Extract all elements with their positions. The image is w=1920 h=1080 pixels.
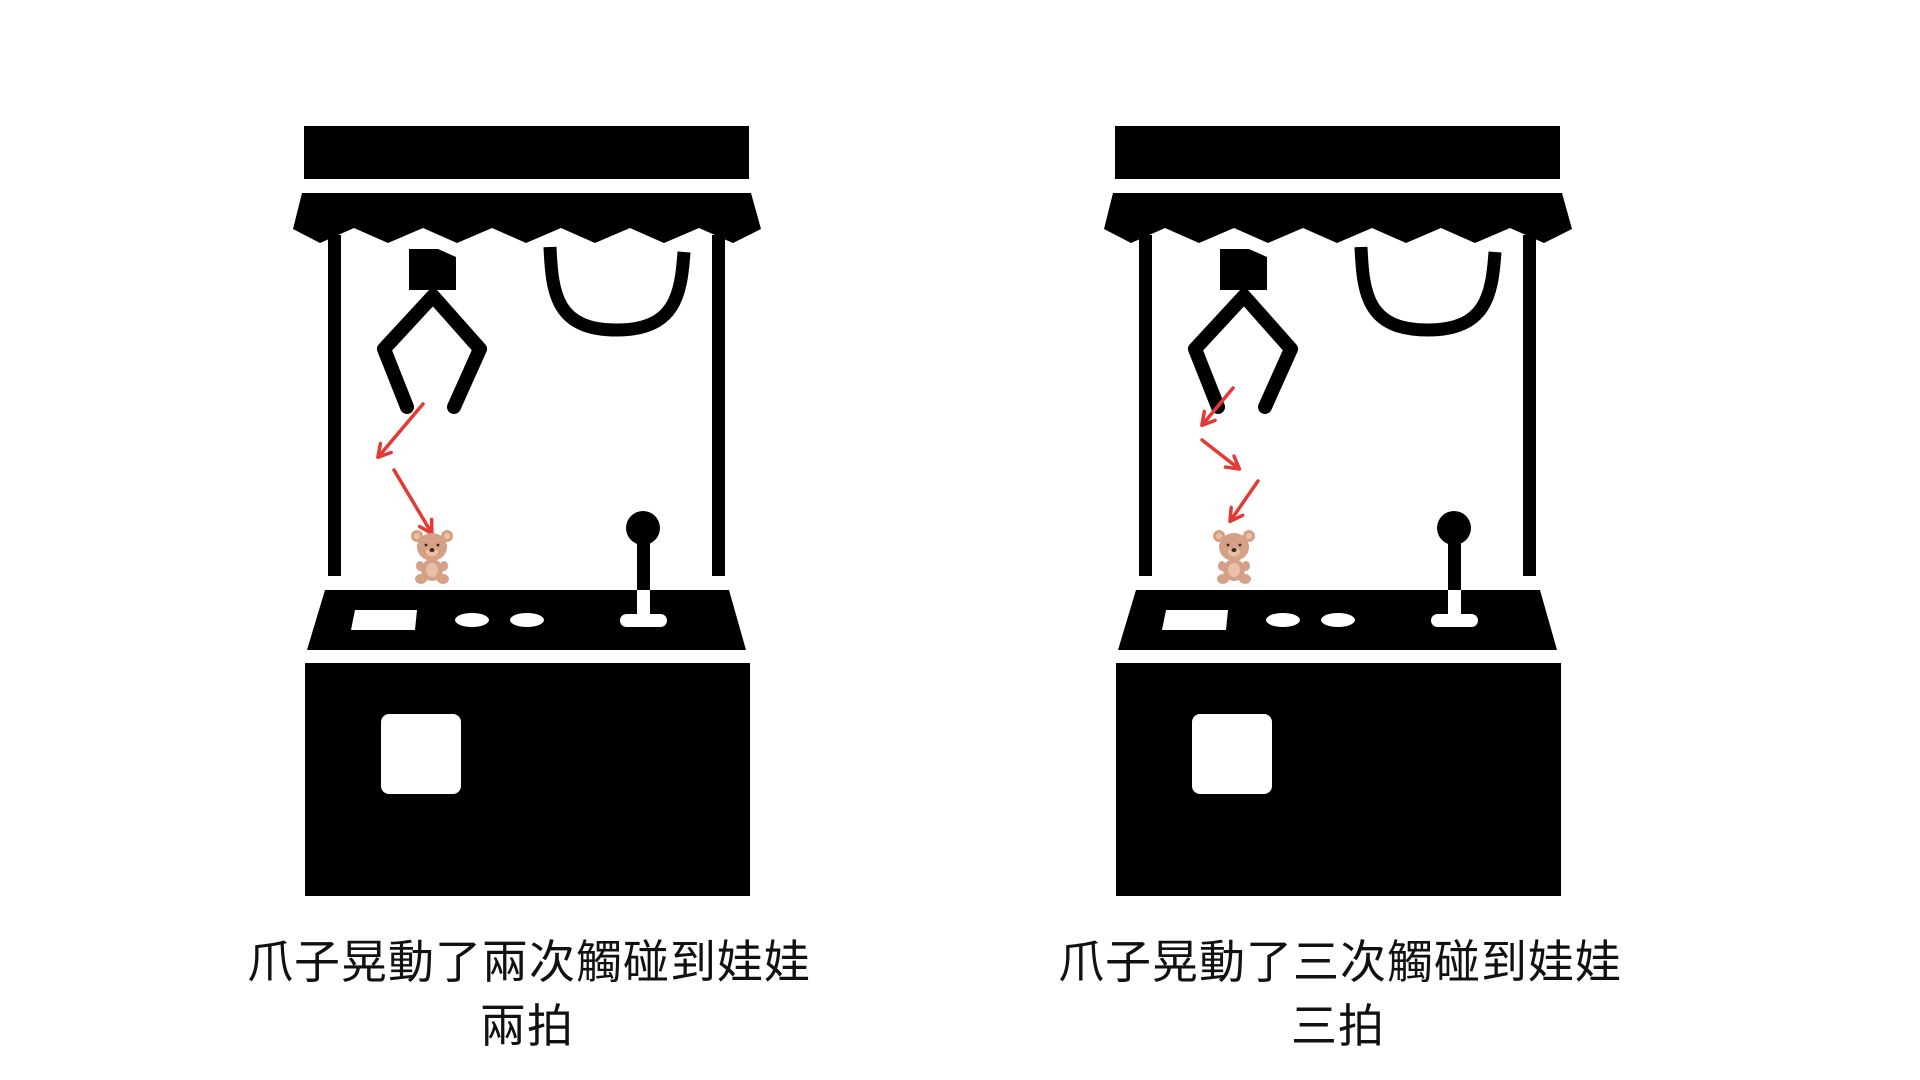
- teddy-bear-icon: [1213, 530, 1255, 584]
- caption-line-1: 爪子晃動了兩次觸碰到娃娃: [247, 935, 811, 989]
- teddy-bear-icon: [411, 530, 453, 584]
- red-arrow-icon: [1200, 386, 1260, 524]
- caption-line-2: 兩拍: [480, 999, 574, 1053]
- caption-line-1: 爪子晃動了三次觸碰到娃娃: [1058, 935, 1622, 989]
- claw-machine-icon: [1058, 120, 1618, 920]
- red-arrow-icon: [376, 402, 434, 536]
- panel-two-beats: 爪子晃動了兩次觸碰到娃娃 兩拍: [247, 0, 811, 1080]
- caption-line-2: 三拍: [1291, 999, 1385, 1053]
- claw-machine-icon: [247, 120, 807, 920]
- panel-three-beats: 爪子晃動了三次觸碰到娃娃 三拍: [1058, 0, 1622, 1080]
